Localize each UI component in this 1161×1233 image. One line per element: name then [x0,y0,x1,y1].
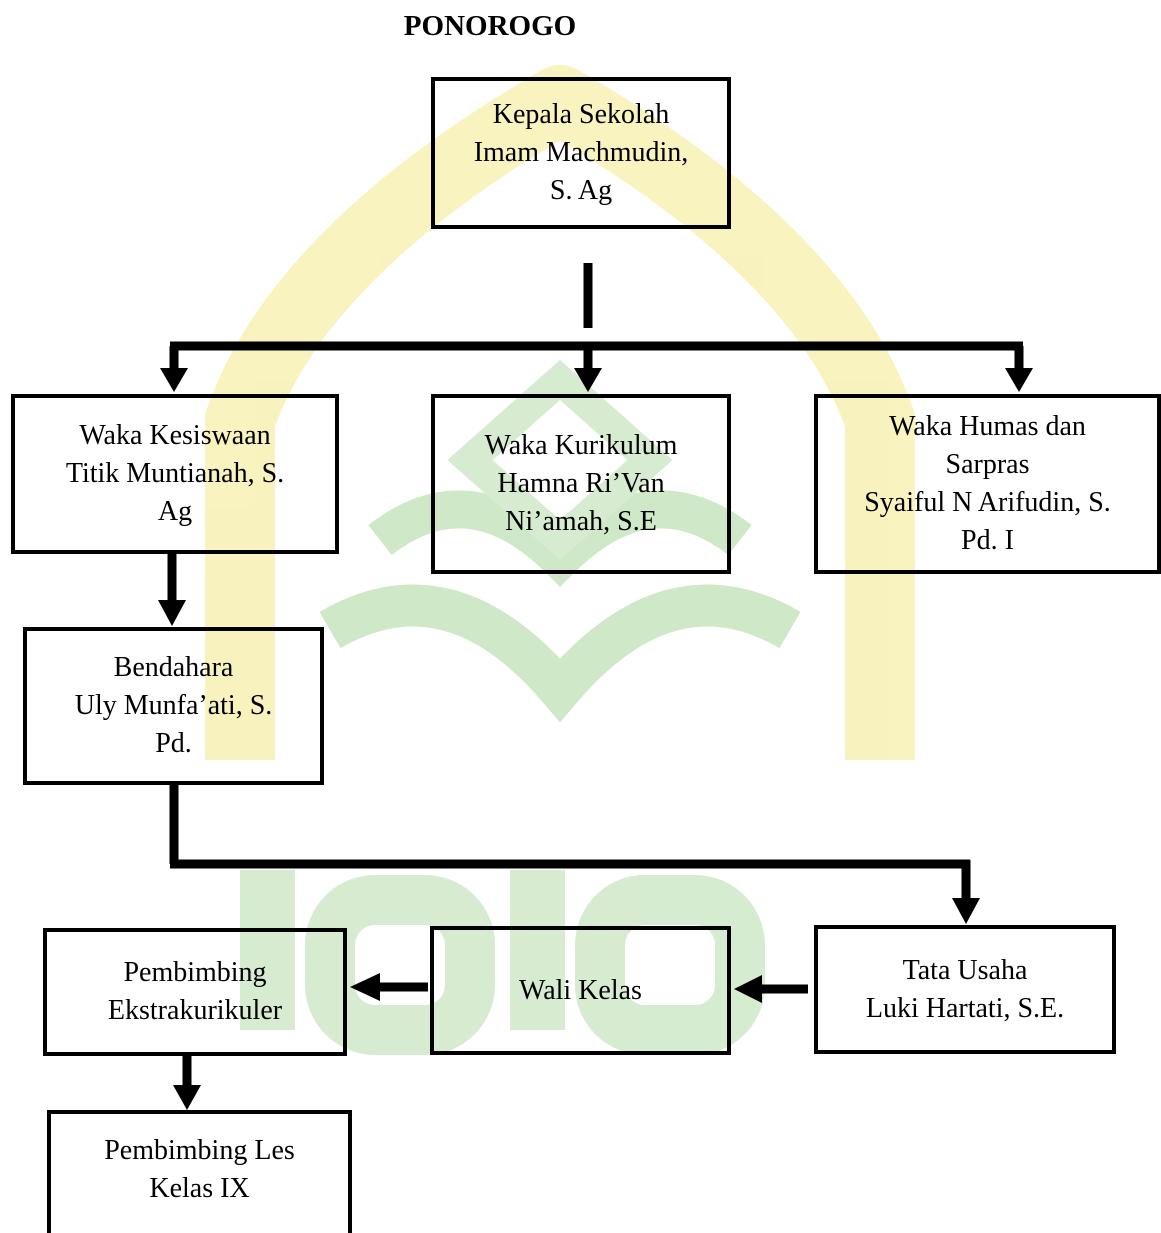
ekstrakurikuler-title-cont: Ekstrakurikuler [107,995,283,1026]
waka-humas-title: Waka Humas dan [889,411,1086,442]
tata-usaha-title: Tata Usaha [902,954,1028,986]
box-bendahara: Bendahara Uly Munfa’ati, S. Pd. [23,627,324,785]
tata-usaha-name: Luki Hartati, S.E. [865,992,1065,1024]
box-pembimbing-les: Pembimbing Les Kelas IX [47,1110,352,1233]
waka-kesiswaan-degree: Ag [157,496,193,527]
box-waka-kurikulum: Waka Kurikulum Hamna Ri’Van Ni’amah, S.E [431,394,731,574]
waka-kurikulum-degree: Ni’amah, S.E [505,506,657,537]
bendahara-degree: Pd. [155,728,192,759]
page-heading: PONOROGO [403,10,577,42]
kepala-sekolah-degree: S. Ag [549,175,613,206]
box-kepala-sekolah: Kepala Sekolah Imam Machmudin, S. Ag [431,77,731,229]
waka-humas-name: Syaiful N Arifudin, S. [864,487,1111,518]
waka-humas-title-cont: Sarpras [945,449,1030,480]
waka-humas-degree: Pd. I [961,525,1014,556]
waka-kesiswaan-name: Titik Muntianah, S. [65,458,285,489]
kepala-sekolah-name: Imam Machmudin, [473,137,689,168]
box-tata-usaha: Tata Usaha Luki Hartati, S.E. [814,925,1116,1054]
box-waka-kesiswaan: Waka Kesiswaan Titik Muntianah, S. Ag [11,394,339,554]
waka-kurikulum-title: Waka Kurikulum [484,430,678,461]
bendahara-name: Uly Munfa’ati, S. [74,690,273,721]
bendahara-title: Bendahara [113,652,234,683]
waka-kesiswaan-title: Waka Kesiswaan [79,420,271,451]
box-waka-humas-sarpras: Waka Humas dan Sarpras Syaiful N Arifudi… [814,394,1161,574]
box-pembimbing-ekstrakurikuler: Pembimbing Ekstrakurikuler [43,928,347,1056]
pembimbing-les-class: Kelas IX [149,1173,250,1204]
waka-kurikulum-name: Hamna Ri’Van [497,468,665,499]
ekstrakurikuler-title: Pembimbing [123,957,267,988]
kepala-sekolah-title: Kepala Sekolah [492,99,670,130]
pembimbing-les-title: Pembimbing Les [104,1135,295,1166]
box-wali-kelas: Wali Kelas [430,926,731,1055]
wali-kelas-title: Wali Kelas [519,974,642,1006]
